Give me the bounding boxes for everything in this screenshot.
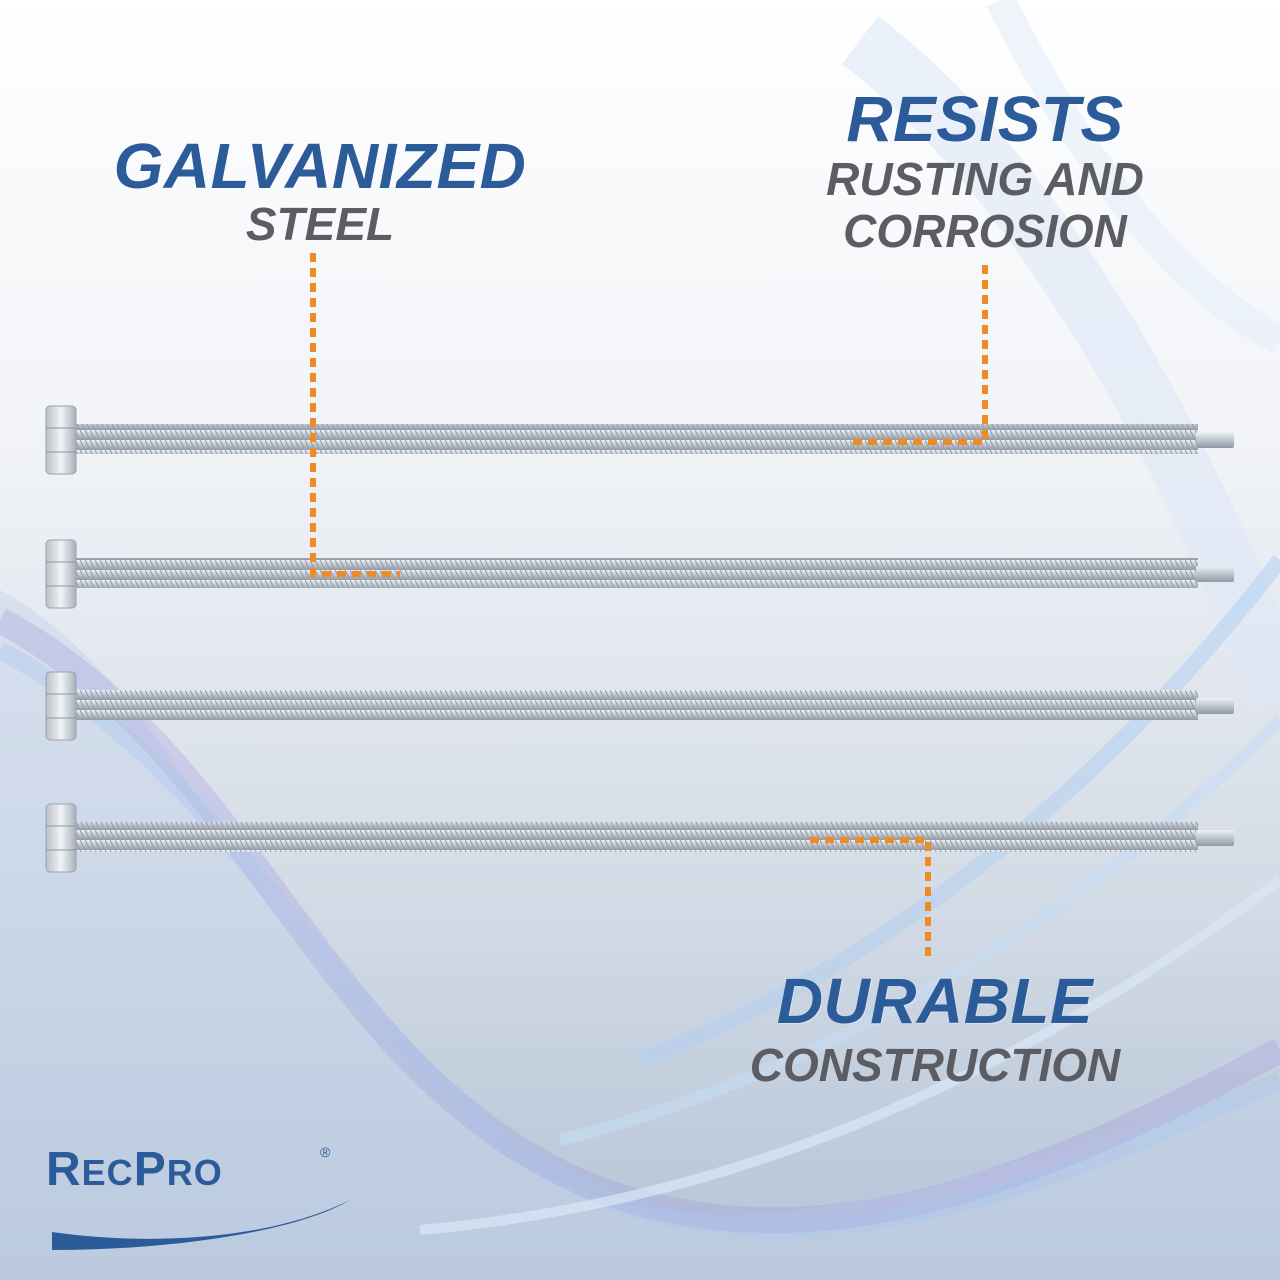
brand-letters-ro: RO	[166, 1152, 223, 1193]
bolt-3	[45, 671, 1234, 741]
callout-resists-line1: RUSTING AND	[826, 153, 1144, 205]
callout-durable-subline: CONSTRUCTION	[749, 1039, 1121, 1091]
callout-durable: DURABLE CONSTRUCTION	[690, 965, 1180, 1093]
brand-letter-p: P	[133, 1143, 167, 1196]
callout-galvanized-headline: GALVANIZED	[113, 130, 527, 202]
callout-galvanized-subline: STEEL	[245, 198, 395, 250]
bolt-2	[45, 539, 1234, 609]
leader-line-galvanized	[310, 253, 400, 577]
callout-galvanized: GALVANIZED STEEL	[80, 133, 560, 249]
registered-mark: ®	[320, 1144, 331, 1160]
leader-line-durable	[810, 837, 931, 962]
callout-resists: RESISTS RUSTING AND CORROSION	[770, 85, 1200, 257]
brand-name: RECPRO	[46, 1142, 223, 1197]
bolt-1	[45, 405, 1234, 475]
callout-resists-headline: RESISTS	[846, 83, 1124, 155]
brand-letters-ec: EC	[81, 1152, 134, 1193]
brand-letter-r: R	[46, 1143, 82, 1196]
callout-resists-line2: CORROSION	[843, 205, 1127, 257]
bolt-4	[45, 803, 1234, 873]
callout-durable-headline: DURABLE	[776, 965, 1094, 1037]
logo-swoosh	[52, 1200, 350, 1250]
brand-logo: RECPRO ®	[46, 1142, 376, 1252]
